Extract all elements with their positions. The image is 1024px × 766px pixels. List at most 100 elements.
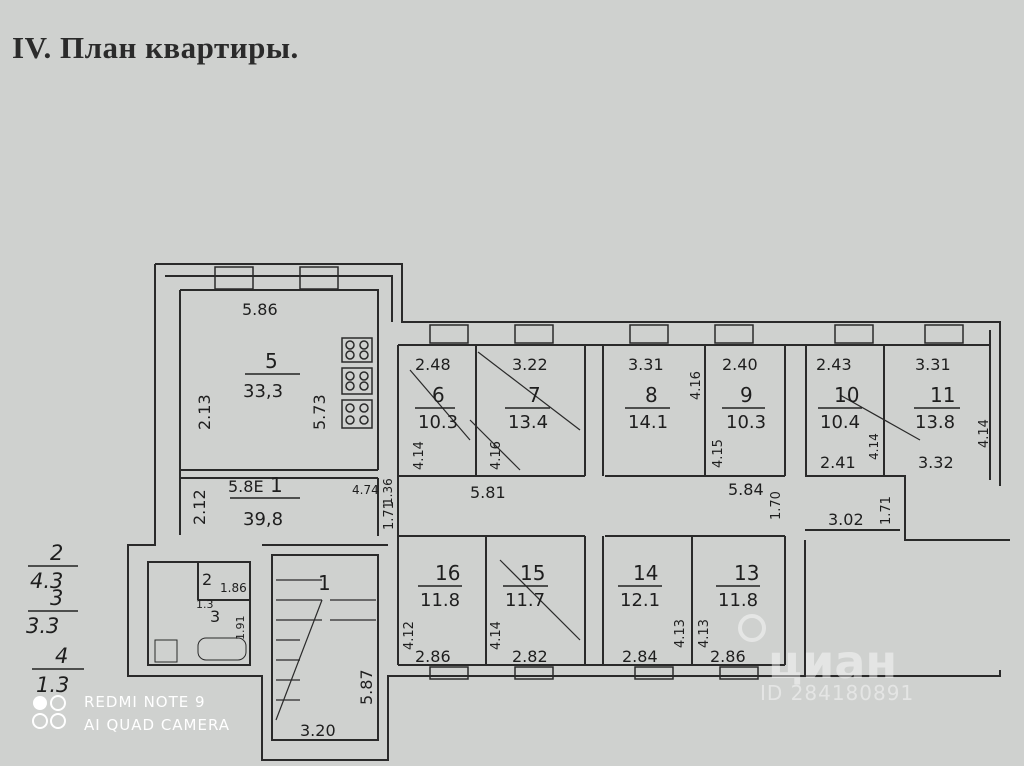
room-7: 3.22 7 13.4 4.16 [489, 355, 550, 470]
room-11: 3.31 11 13.8 4.14 [914, 355, 992, 448]
wc-label-2: 2 [202, 570, 212, 589]
room-5-dim-width: 5.86 [242, 300, 278, 319]
stairwell-dim-width: 3.20 [300, 721, 336, 740]
room-6-dim-width: 2.48 [415, 355, 451, 374]
room-6: 2.48 6 10.3 4.14 [412, 355, 458, 470]
room-10-dim-height: 4.14 [867, 433, 881, 460]
room-6-area: 10.3 [418, 412, 458, 433]
room-13-number: 13 [734, 561, 759, 585]
room-9-dim-width: 2.40 [722, 355, 758, 374]
legend: 2 4.3 3 3.3 4 1.3 [26, 541, 84, 697]
room-1-dim-width: 5.8E [228, 477, 264, 496]
room-5-dim-height: 5.73 [310, 394, 329, 430]
wc-label-dim1: 1.86 [220, 581, 247, 595]
bathtub-icon [197, 637, 247, 661]
windows [214, 266, 964, 680]
watermark-pin-icon [738, 614, 766, 642]
room-9-area: 10.3 [726, 412, 766, 433]
room-1-dim-side: 2.12 [190, 489, 209, 525]
room-16-number: 16 [435, 561, 460, 585]
room-13-dim-height: 4.13 [697, 619, 712, 648]
room-10-area: 10.4 [820, 412, 860, 433]
wc-label-3: 3 [210, 607, 220, 626]
corridor-dim-7: 3.32 [918, 453, 954, 472]
room-15-number: 15 [520, 561, 545, 585]
room-15-area: 11.7 [505, 590, 545, 611]
room-1: 5.8E 1 39,8 2.12 4.74 [190, 473, 379, 530]
room-16-area: 11.8 [420, 590, 460, 611]
diagonal-marks [409, 351, 921, 641]
camera-stamp: REDMI NOTE 9 AI QUAD CAMERA [32, 693, 230, 734]
room-14-dim-width: 2.84 [622, 647, 658, 666]
corridor-dim-2: 5.84 [728, 480, 764, 499]
corridor: 5.81 5.84 1.36 1.71 1.70 2.41 3.32 3.02 … [381, 453, 954, 530]
room-5-number: 5 [265, 349, 278, 373]
wc-label-dim2: 1.3 [196, 598, 214, 611]
room-16: 16 11.8 2.86 4.12 [402, 561, 462, 666]
room-14: 14 12.1 2.84 4.13 [618, 561, 688, 666]
room-8-area: 14.1 [628, 412, 668, 433]
corridor-dim-4: 1.71 [382, 501, 397, 530]
corridor-dim-5: 1.70 [769, 491, 784, 520]
legend-num-3: 4 [55, 644, 68, 668]
legend-val-2: 3.3 [26, 614, 59, 638]
room-11-dim-height: 4.14 [977, 419, 992, 448]
room-7-dim-height: 4.16 [489, 441, 504, 470]
legend-val-1: 4.3 [30, 569, 63, 593]
legend-num-1: 2 [50, 541, 63, 565]
room-11-number: 11 [930, 383, 955, 407]
stairwell-dim-height: 5.87 [357, 669, 376, 705]
room-7-area: 13.4 [508, 412, 548, 433]
toilet-icon [154, 639, 178, 663]
stair-steps [275, 579, 376, 721]
room-5: 5.86 5 33,3 5.73 2.13 [195, 300, 329, 430]
room-16-dim-width: 2.86 [415, 647, 451, 666]
room-10: 2.43 10 10.4 4.14 [816, 355, 881, 460]
watermark: циан ID 284180891 [738, 614, 913, 705]
page-title: IV. План квартиры. [12, 30, 299, 65]
room-14-number: 14 [633, 561, 658, 585]
room-1-number: 1 [270, 473, 283, 497]
stairwell-number: 1 [318, 571, 331, 595]
room-7-number: 7 [528, 383, 541, 407]
room-11-dim-width: 3.31 [915, 355, 951, 374]
room-6-number: 6 [432, 383, 445, 407]
room-5-dim-side: 2.13 [195, 394, 214, 430]
room-6-dim-height: 4.14 [412, 441, 427, 470]
corridor-dim-9: 1.71 [879, 496, 894, 525]
camera-line-1: REDMI NOTE 9 [84, 693, 206, 711]
room-9: 2.40 9 10.3 4.15 [711, 355, 766, 468]
room-7-dim-width: 3.22 [512, 355, 548, 374]
room-5-area: 33,3 [243, 381, 283, 402]
walls [127, 263, 1010, 761]
room-13-dim-width: 2.86 [710, 647, 746, 666]
stove [341, 337, 373, 429]
wc-block: 2 3 1.86 1.3 1.91 [154, 570, 247, 663]
room-8: 3.31 8 14.1 4.16 [625, 355, 704, 433]
legend-num-2: 3 [50, 586, 63, 610]
room-8-dim-width: 3.31 [628, 355, 664, 374]
camera-line-2: AI QUAD CAMERA [84, 716, 230, 734]
room-16-dim-height: 4.12 [402, 621, 417, 650]
corridor-dim-6: 2.41 [820, 453, 856, 472]
camera-logo-icon [33, 696, 47, 710]
room-1-area: 39,8 [243, 509, 283, 530]
room-8-number: 8 [645, 383, 658, 407]
legend-val-3: 1.3 [36, 673, 69, 697]
room-9-dim-height: 4.15 [711, 439, 726, 468]
room-10-number: 10 [834, 383, 859, 407]
watermark-brand: циан [768, 635, 897, 689]
room-11-area: 13.8 [915, 412, 955, 433]
room-14-area: 12.1 [620, 590, 660, 611]
wc-label-dim3: 1.91 [234, 616, 247, 641]
room-15: 15 11.7 2.82 4.14 [489, 561, 548, 666]
room-8-dim-height: 4.16 [689, 371, 704, 400]
room-15-dim-height: 4.14 [489, 621, 504, 650]
room-14-dim-height: 4.13 [673, 619, 688, 648]
corridor-dim-3: 1.36 [381, 478, 395, 505]
corridor-dim-1: 5.81 [470, 483, 506, 502]
corridor-dim-8: 3.02 [828, 510, 864, 529]
room-9-number: 9 [740, 383, 753, 407]
room-13: 13 11.8 2.86 4.13 [697, 561, 760, 666]
